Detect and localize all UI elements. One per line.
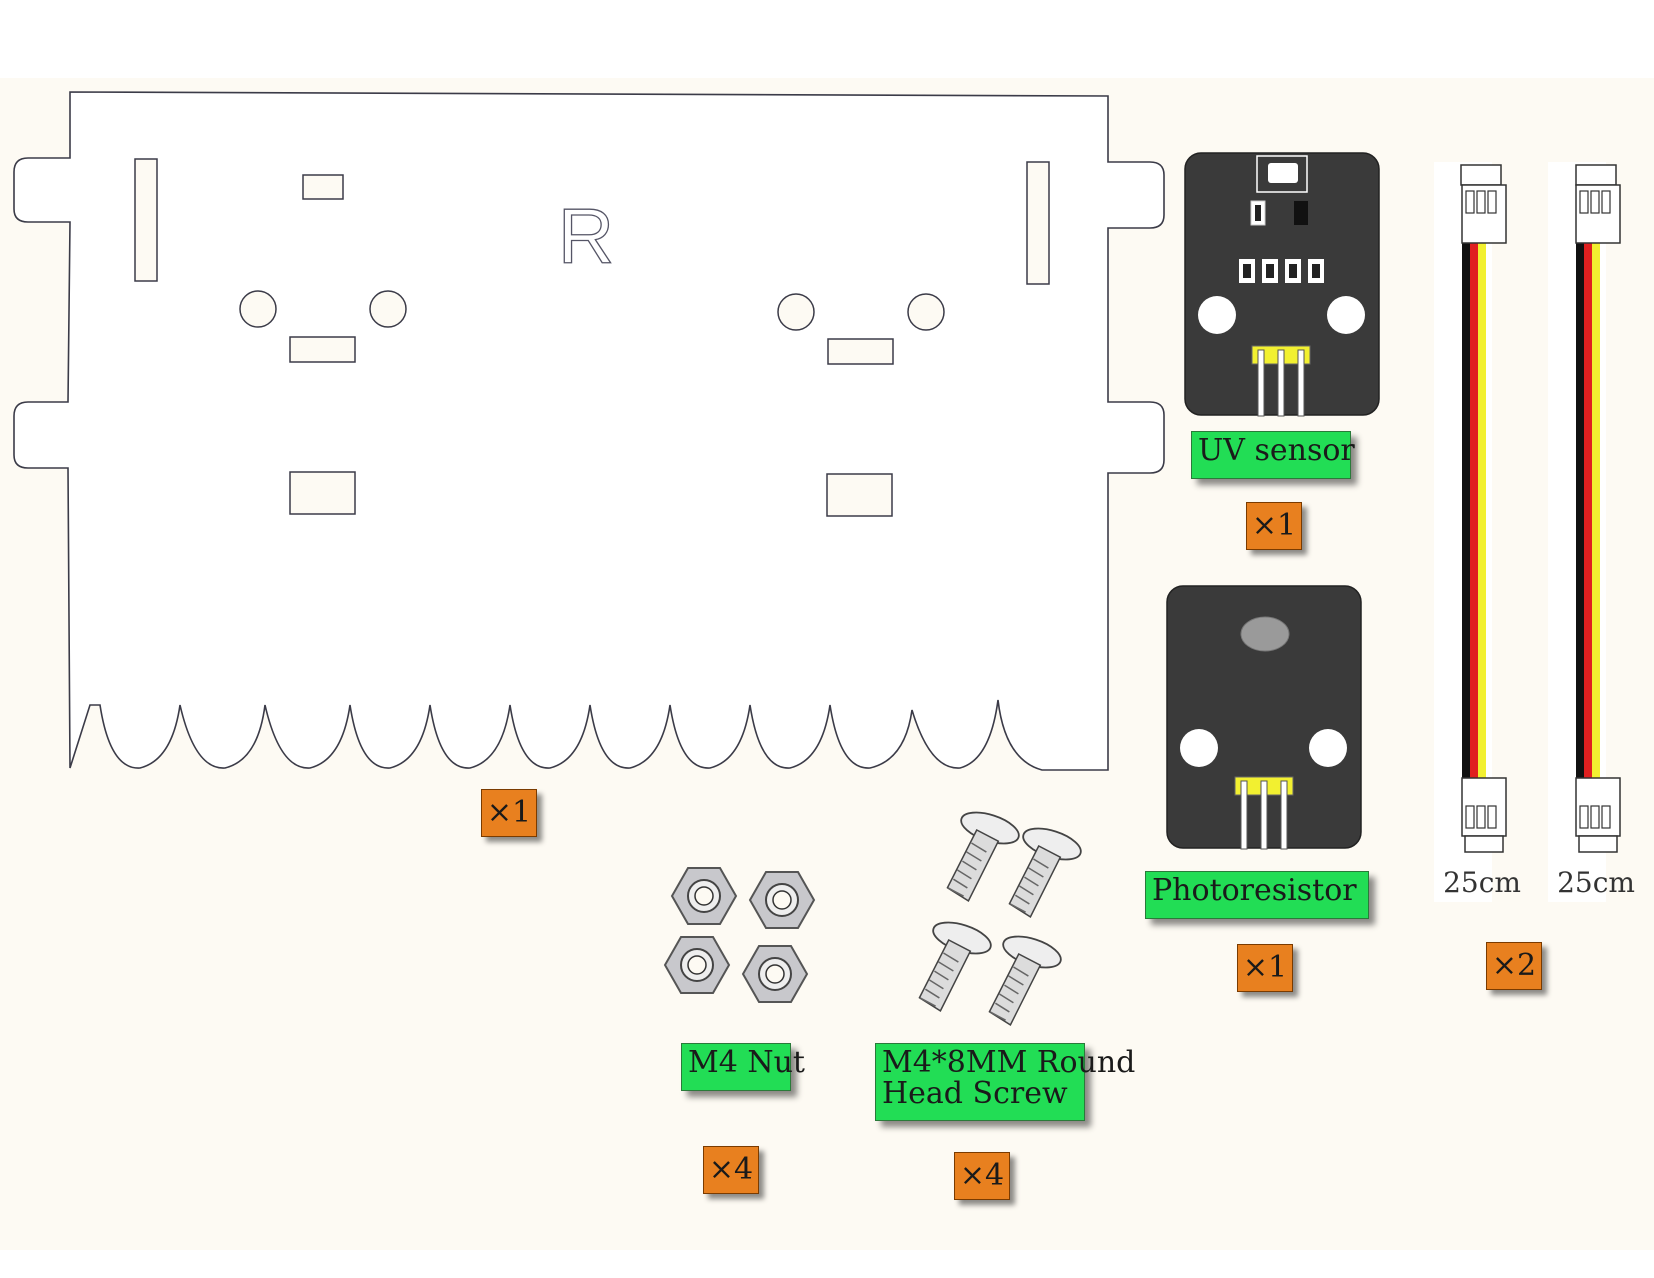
board-slot	[302, 174, 344, 200]
board-slot	[289, 336, 356, 363]
board-slot	[1026, 161, 1050, 285]
cable-quantity-badge: ×2	[1486, 942, 1542, 990]
uv-sensor-module	[1184, 152, 1380, 417]
board-slot	[134, 158, 158, 282]
wire-black	[1576, 240, 1584, 780]
board-outline	[13, 91, 1165, 771]
board-hole	[907, 293, 945, 331]
wire-red	[1470, 240, 1478, 780]
board-slot	[826, 473, 893, 517]
uv-sensor-label: UV sensor	[1191, 431, 1355, 479]
board-quantity-badge: ×1	[481, 789, 537, 837]
screw-quantity-badge: ×4	[954, 1152, 1010, 1200]
wire-yellow	[1478, 240, 1486, 780]
m4-nuts	[663, 867, 816, 1003]
nut-label: M4 Nut	[681, 1043, 805, 1091]
board-slot	[827, 338, 894, 365]
acrylic-board: R	[13, 91, 1165, 771]
photoresistor-label: Photoresistor	[1145, 871, 1369, 919]
board-letter: R	[558, 192, 614, 280]
cable-right	[1548, 162, 1621, 902]
board-slot	[289, 471, 356, 515]
screw-label-line1: M4*8MM Round	[882, 1045, 1136, 1080]
photoresistor-module	[1166, 585, 1362, 850]
wire-red	[1584, 240, 1592, 780]
board-hole	[777, 293, 815, 331]
board-hole	[369, 290, 407, 328]
wire-black	[1462, 240, 1470, 780]
board-hole	[239, 290, 277, 328]
cable-length-left: 25cm	[1443, 866, 1521, 899]
uv-sensor-quantity-badge: ×1	[1246, 502, 1302, 550]
screw-label-line2: Head Screw	[882, 1076, 1068, 1111]
photoresistor-quantity-badge: ×1	[1237, 944, 1293, 992]
wire-yellow	[1592, 240, 1600, 780]
nut-quantity-badge: ×4	[703, 1146, 759, 1194]
cable-left	[1434, 162, 1507, 902]
cable-length-right: 25cm	[1557, 866, 1635, 899]
